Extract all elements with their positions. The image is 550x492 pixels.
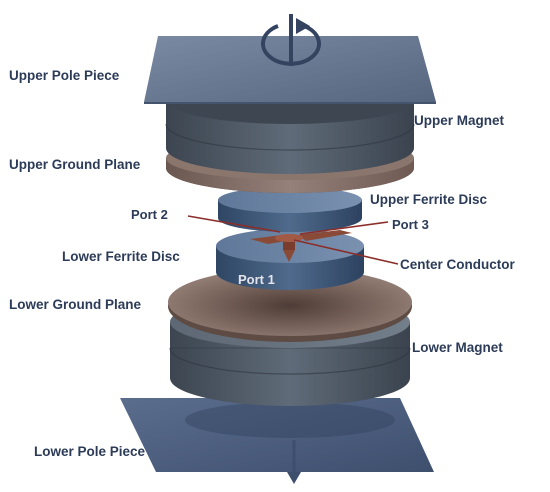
upper-ferrite-disc (218, 187, 362, 232)
label-upper-ground-plane: Upper Ground Plane (9, 157, 141, 172)
port-3-leader (299, 221, 389, 235)
upper-pole-piece (144, 36, 436, 104)
label-lower-pole-piece: Lower Pole Piece (34, 444, 146, 459)
label-port-1: Port 1 (238, 272, 275, 287)
lower-pole-piece (120, 398, 434, 472)
rotation-arrow-icon (261, 14, 321, 66)
leader-lines (187, 215, 399, 265)
label-port-2: Port 2 (131, 207, 168, 222)
label-center-conductor: Center Conductor (400, 257, 515, 272)
label-upper-ferrite-disc: Upper Ferrite Disc (370, 192, 488, 207)
label-lower-magnet: Lower Magnet (412, 340, 503, 355)
label-upper-pole-piece: Upper Pole Piece (9, 68, 120, 83)
label-port-3: Port 3 (392, 217, 429, 232)
down-arrow-icon (287, 440, 301, 484)
label-upper-magnet: Upper Magnet (414, 113, 505, 128)
lower-ground-plane (168, 268, 412, 342)
label-lower-ground-plane: Lower Ground Plane (9, 297, 142, 312)
port-2-leader (187, 215, 281, 233)
center-conductor-leader (293, 239, 399, 265)
label-lower-ferrite-disc: Lower Ferrite Disc (62, 249, 180, 264)
